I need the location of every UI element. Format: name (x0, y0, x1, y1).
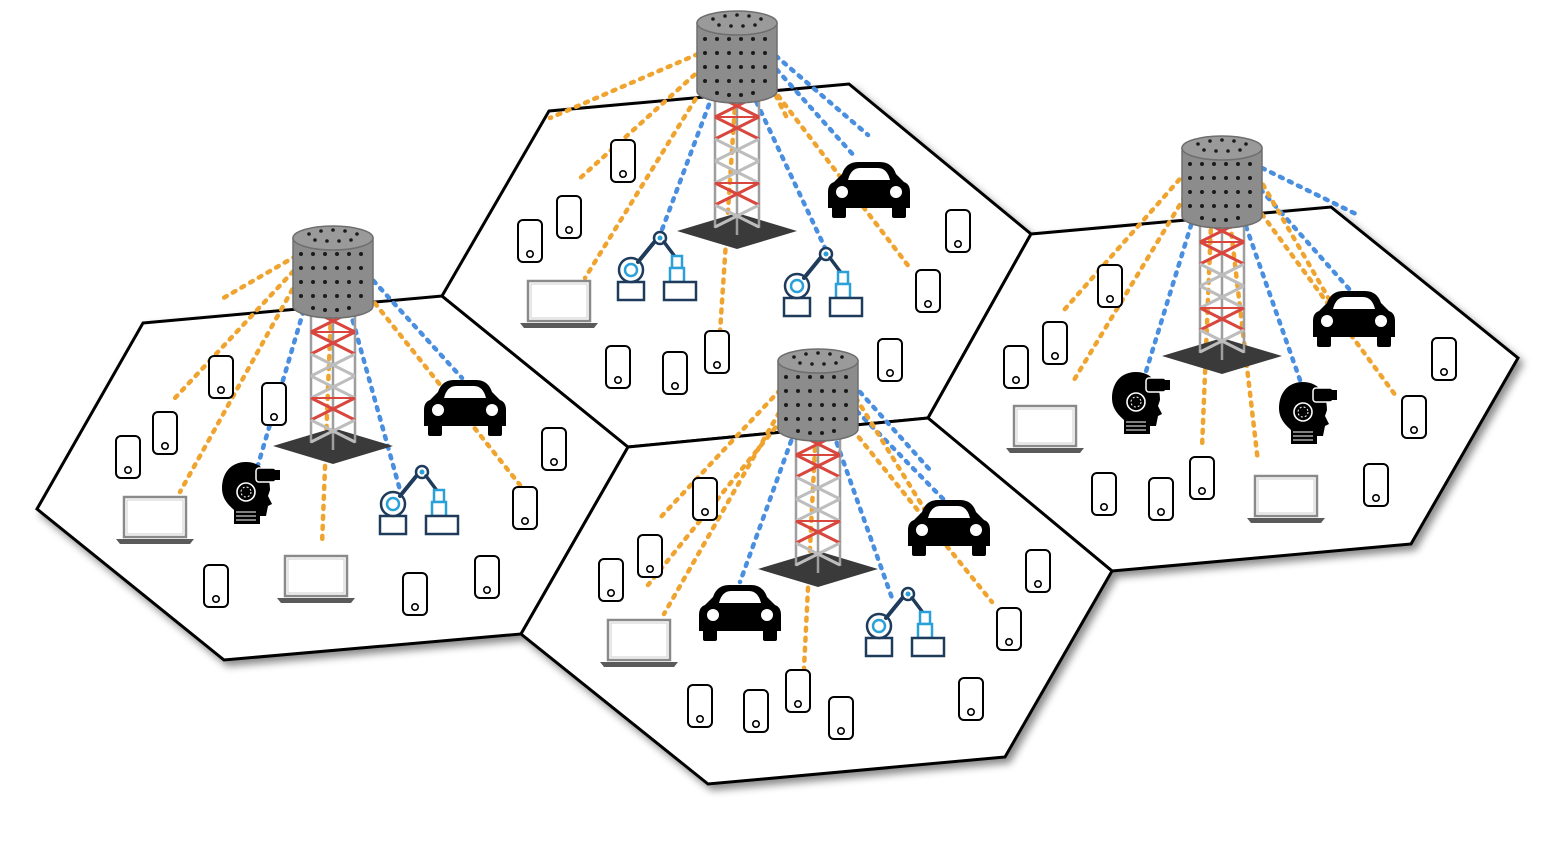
cell-left (114, 224, 567, 616)
laptop-icon (518, 279, 600, 330)
smartphone-icon (474, 555, 500, 599)
smartphone-icon (541, 427, 567, 471)
cell-top-links (547, 21, 913, 335)
smartphone-icon (1189, 456, 1215, 500)
smartphone-icon (208, 355, 234, 399)
smartphone-icon (687, 684, 713, 728)
smartphone-icon (945, 209, 971, 253)
smartphone-icon (203, 564, 229, 608)
smartphone-icon (1363, 463, 1389, 507)
smartphone-icon (1097, 264, 1123, 308)
smartphone-icon (610, 139, 636, 183)
smartphone-icon (402, 572, 428, 616)
smartphone-icon (1401, 395, 1427, 439)
smartphone-icon (743, 689, 769, 733)
cell-bottom (598, 347, 1051, 740)
laptop-icon (1245, 474, 1327, 525)
smartphone-icon (877, 338, 903, 382)
smartphone-icon (605, 345, 631, 389)
smartphone-icon (828, 696, 854, 740)
cell-top (517, 9, 971, 395)
smartphone-icon (785, 669, 811, 713)
laptop-icon (275, 554, 357, 605)
smartphone-icon (662, 351, 688, 395)
smartphone-icon (1091, 472, 1117, 516)
smartphone-icon (1025, 549, 1051, 593)
smartphone-icon (637, 534, 663, 578)
smartphone-icon (996, 607, 1022, 651)
smartphone-icon (704, 330, 730, 374)
smartphone-icon (1148, 477, 1174, 521)
cell-right (1003, 134, 1457, 525)
smartphone-icon (261, 382, 287, 426)
smartphone-icon (1431, 337, 1457, 381)
smartphone-icon (152, 411, 178, 455)
laptop-icon (1004, 404, 1086, 455)
smartphone-icon (915, 269, 941, 313)
smartphone-icon (512, 486, 538, 530)
smartphone-icon (1003, 345, 1029, 389)
smartphone-icon (1042, 321, 1068, 365)
smartphone-icon (598, 558, 624, 602)
laptop-icon (598, 618, 680, 669)
smartphone-icon (556, 195, 582, 239)
laptop-icon (114, 495, 196, 546)
smartphone-icon (958, 677, 984, 721)
smartphone-icon (115, 435, 141, 479)
smartphone-icon (692, 477, 718, 521)
smartphone-icon (517, 219, 543, 263)
